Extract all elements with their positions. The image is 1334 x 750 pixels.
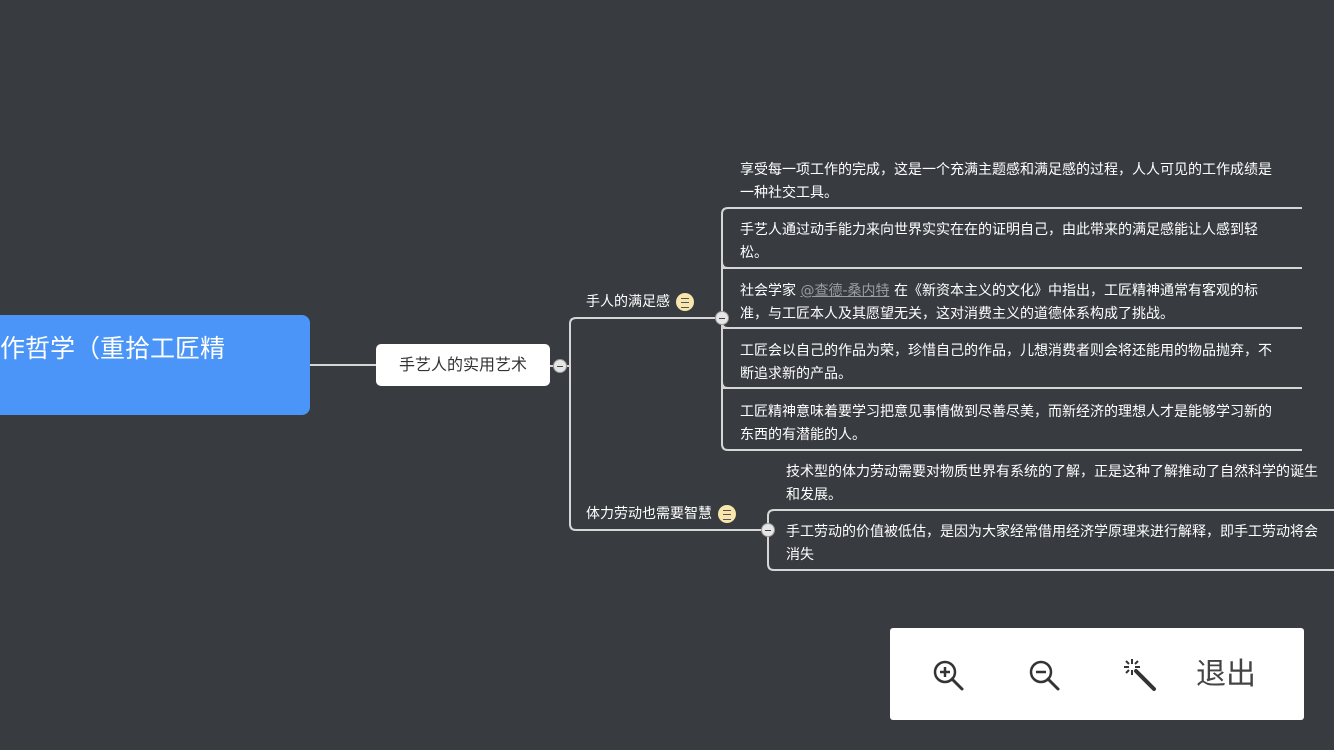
zoom-out-button[interactable] [1019, 650, 1069, 700]
root-topic[interactable]: 作哲学（重拾工匠精 [0, 315, 310, 415]
root-topic-label: 作哲学（重拾工匠精 [0, 334, 226, 363]
leaf-topic[interactable]: 社会学家 @查德-桑内特 在《新资本主义的文化》中指出，工匠精神通常有客观的标准… [740, 280, 1285, 326]
zoom-out-icon [1029, 660, 1060, 691]
main-topic[interactable]: 手艺人的实用艺术 [376, 344, 550, 386]
leaf-topic[interactable]: 工匠会以自己的作品为荣，珍惜自己的作品，儿想消费者则会将还能用的物品抛弃，不断追… [740, 343, 1272, 382]
subtopic-label: 手人的满足感 [586, 294, 670, 310]
collapse-toggle-satisfaction[interactable] [715, 311, 729, 325]
leaf-topic[interactable]: 手工劳动的价值被低估，是因为大家经常借用经济学原理来进行解释，即手工劳动将会消失 [786, 524, 1318, 563]
subtopic-satisfaction[interactable]: 手人的满足感 [586, 291, 694, 311]
leaf-topic[interactable]: 享受每一项工作的完成，这是一个充满主题感和满足感的过程，人人可见的工作成绩是一种… [740, 162, 1272, 201]
subtopic-wisdom[interactable]: 体力劳动也需要智慧 [586, 503, 736, 523]
collapse-toggle-wisdom[interactable] [761, 523, 775, 537]
collapse-toggle-main[interactable] [553, 359, 567, 373]
exit-button[interactable]: 退出 [1196, 657, 1256, 692]
subtopic-label: 体力劳动也需要智慧 [586, 506, 712, 522]
auto-layout-button[interactable] [1115, 650, 1165, 700]
magic-wand-icon [1124, 659, 1156, 691]
leaf-text: 在《新资本主义的文化》中指出，工匠精神通常有客观的标准，与工匠本人及其愿望无关，… [740, 283, 1258, 322]
zoom-toolbar: 退出 [890, 628, 1304, 720]
note-icon[interactable] [718, 505, 736, 523]
leaf-topic[interactable]: 手艺人通过动手能力来向世界实实在在的证明自己，由此带来的满足感能让人感到轻松。 [740, 222, 1258, 261]
leaf-topic[interactable]: 技术型的体力劳动需要对物质世界有系统的了解，正是这种了解推动了自然科学的诞生和发… [786, 464, 1318, 503]
zoom-in-icon [933, 660, 964, 691]
leaf-text: 社会学家 [740, 283, 801, 299]
note-icon[interactable] [676, 293, 694, 311]
mention-link[interactable]: @查德-桑内特 [800, 283, 890, 299]
zoom-in-button[interactable] [923, 650, 973, 700]
leaf-topic[interactable]: 工匠精神意味着要学习把意见事情做到尽善尽美，而新经济的理想人才是能够学习新的东西… [740, 404, 1272, 443]
